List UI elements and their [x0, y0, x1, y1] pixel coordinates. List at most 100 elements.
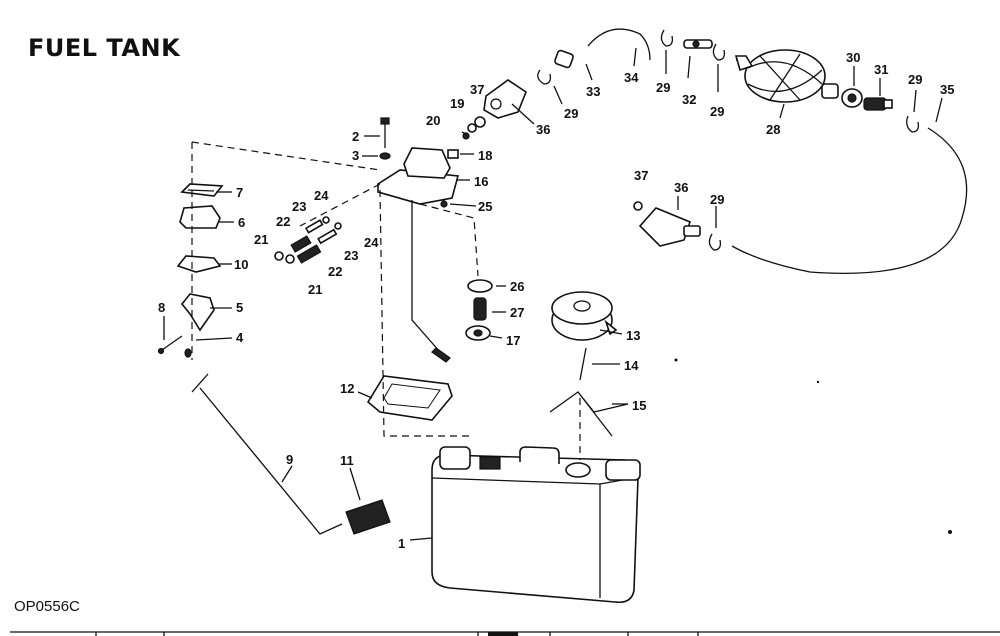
check-valve-part-32: [683, 39, 713, 49]
callout-4: 4: [236, 330, 244, 345]
callout-19: 19: [450, 96, 464, 111]
callout-31: 31: [874, 62, 888, 77]
callout-27: 27: [510, 305, 524, 320]
callout-30: 30: [846, 50, 860, 65]
diagram-title: FUEL TANK: [28, 34, 181, 62]
sleeve-part-11: [345, 499, 391, 535]
callout-23b: 23: [344, 248, 358, 263]
callout-34: 34: [624, 70, 639, 85]
primer-bulb-part-28: [734, 49, 839, 103]
connector-part-36a: [483, 79, 527, 119]
callout-25: 25: [478, 199, 492, 214]
nut-part-17: [465, 325, 491, 341]
hose-part-35: [731, 127, 968, 274]
callout-37b: 37: [634, 168, 648, 183]
pin-part-23a: [304, 219, 324, 234]
callout-20: 20: [426, 113, 440, 128]
bolt-part-8: [157, 335, 183, 355]
washer-part-3: [379, 152, 391, 160]
callout-8: 8: [158, 300, 165, 315]
callout-9: 9: [286, 452, 293, 467]
callout-17: 17: [506, 333, 520, 348]
callout-22a: 22: [276, 214, 290, 229]
dashed-guide-lines: [191, 141, 581, 460]
o-ring-part-37a: [474, 116, 486, 128]
callout-21b: 21: [308, 282, 322, 297]
callout-29c: 29: [710, 104, 724, 119]
callout-24b: 24: [364, 235, 379, 250]
strap-part-15: [549, 391, 629, 437]
callout-32: 32: [682, 92, 696, 107]
ball-part-24b: [334, 222, 342, 230]
washer-part-25: [440, 200, 448, 208]
callout-6: 6: [238, 215, 245, 230]
callout-21a: 21: [254, 232, 268, 247]
fitting-part-18: [447, 149, 459, 159]
callout-14: 14: [624, 358, 639, 373]
fuel-gauge-assembly-part-16: [377, 147, 460, 363]
leader-lines: [163, 47, 943, 541]
spring-part-22b: [296, 244, 322, 264]
callout-3: 3: [352, 148, 359, 163]
callout-22b: 22: [328, 264, 342, 279]
clamp-part-29a: [537, 69, 552, 85]
washer-part-21a: [274, 251, 284, 261]
callout-labels: 1 2 3 4 5 6 7 8 9 10 11 12 13 14 15 16 1…: [158, 50, 954, 551]
plate-part-10: [176, 255, 222, 273]
callout-7: 7: [236, 185, 243, 200]
connector-part-36b: [638, 207, 701, 247]
callout-2: 2: [352, 129, 359, 144]
callout-1: 1: [398, 536, 405, 551]
hose-part-34: [587, 28, 651, 61]
scan-specks: [674, 358, 952, 534]
clamp-part-29d: [906, 115, 920, 133]
callout-15: 15: [632, 398, 646, 413]
callout-23a: 23: [292, 199, 306, 214]
o-ring-part-19: [467, 123, 477, 133]
callout-37a: 37: [470, 82, 484, 97]
callout-18: 18: [478, 148, 492, 163]
callout-5: 5: [236, 300, 243, 315]
connector-part-30: [841, 88, 863, 108]
bottom-table-border: [10, 631, 1000, 636]
callout-10: 10: [234, 257, 248, 272]
callout-29b: 29: [656, 80, 670, 95]
seal-part-7: [180, 183, 224, 197]
fuel-tank-part-1: [431, 446, 641, 604]
tether-part-14: [579, 347, 587, 381]
cover-part-6: [179, 205, 221, 229]
callout-12: 12: [340, 381, 354, 396]
callout-13: 13: [626, 328, 640, 343]
screw-part-2: [380, 117, 390, 148]
callout-33: 33: [586, 84, 600, 99]
fitting-part-33: [554, 49, 574, 69]
washer-part-20: [462, 132, 470, 140]
rod-part-9: [191, 373, 343, 535]
callout-29a: 29: [564, 106, 578, 121]
clamp-part-29b: [660, 29, 674, 47]
callout-11: 11: [340, 453, 354, 468]
callout-29e: 29: [710, 192, 724, 207]
callout-35: 35: [940, 82, 954, 97]
callout-26: 26: [510, 279, 524, 294]
callout-36a: 36: [536, 122, 550, 137]
clamp-part-29c: [712, 43, 726, 61]
gasket-part-12: [366, 375, 453, 421]
figure-code: OP0556C: [14, 598, 80, 615]
filler-cap-part-13: [551, 291, 618, 341]
spring-part-22a: [290, 235, 312, 253]
nut-part-4: [184, 348, 192, 358]
clamp-part-29e: [708, 233, 722, 251]
cap-part-26: [467, 279, 493, 293]
callout-29d: 29: [908, 72, 922, 87]
callout-28: 28: [766, 122, 780, 137]
callout-16: 16: [474, 174, 488, 189]
callout-24a: 24: [314, 188, 329, 203]
bracket-part-5: [180, 293, 215, 332]
callout-36b: 36: [674, 180, 688, 195]
pin-part-23b: [317, 228, 338, 245]
o-ring-part-37b: [633, 201, 643, 211]
valve-part-31: [863, 97, 893, 111]
washer-part-21b: [285, 254, 295, 264]
